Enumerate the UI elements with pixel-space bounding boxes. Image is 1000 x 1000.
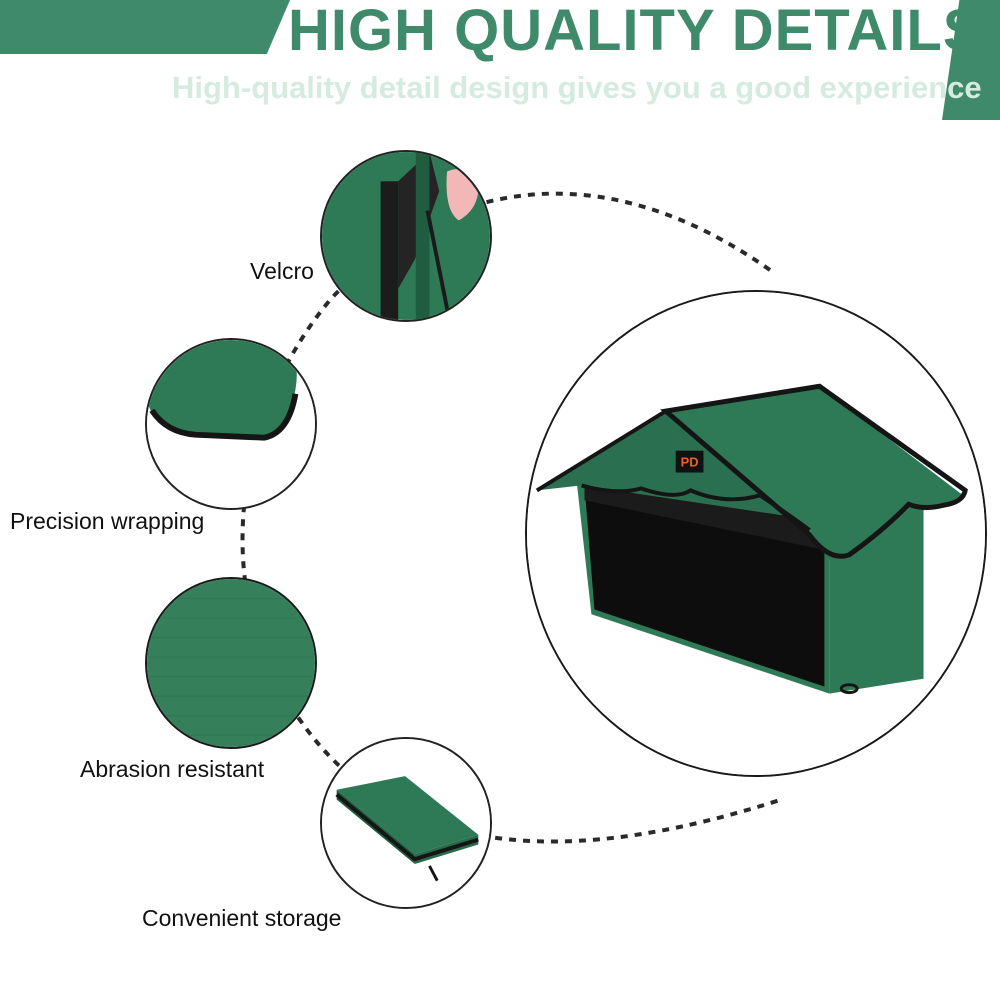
folded-house-icon — [322, 739, 490, 907]
velcro-strap-icon — [322, 152, 490, 320]
page-title: HIGH QUALITY DETAILS — [288, 0, 983, 63]
brand-logo: PD — [681, 455, 699, 470]
fabric-texture-icon — [147, 579, 315, 747]
feature-label-abrasion-resistant: Abrasion resistant — [80, 756, 265, 782]
header-banner-left — [0, 0, 290, 54]
pet-house-image: PD — [527, 292, 985, 775]
velcro-detail-circle — [320, 150, 492, 322]
wrapped-edge-icon — [147, 340, 315, 508]
feature-label-convenient-storage: Convenient storage — [142, 905, 342, 931]
abrasion-detail-circle — [145, 577, 317, 749]
product-circle: PD — [525, 290, 987, 777]
wrapping-detail-circle — [145, 338, 317, 510]
page-subtitle: High-quality detail design gives you a g… — [172, 70, 982, 105]
storage-detail-circle — [320, 737, 492, 909]
feature-label-velcro: Velcro — [250, 258, 314, 284]
feature-label-precision-wrapping: Precision wrapping — [10, 508, 205, 534]
